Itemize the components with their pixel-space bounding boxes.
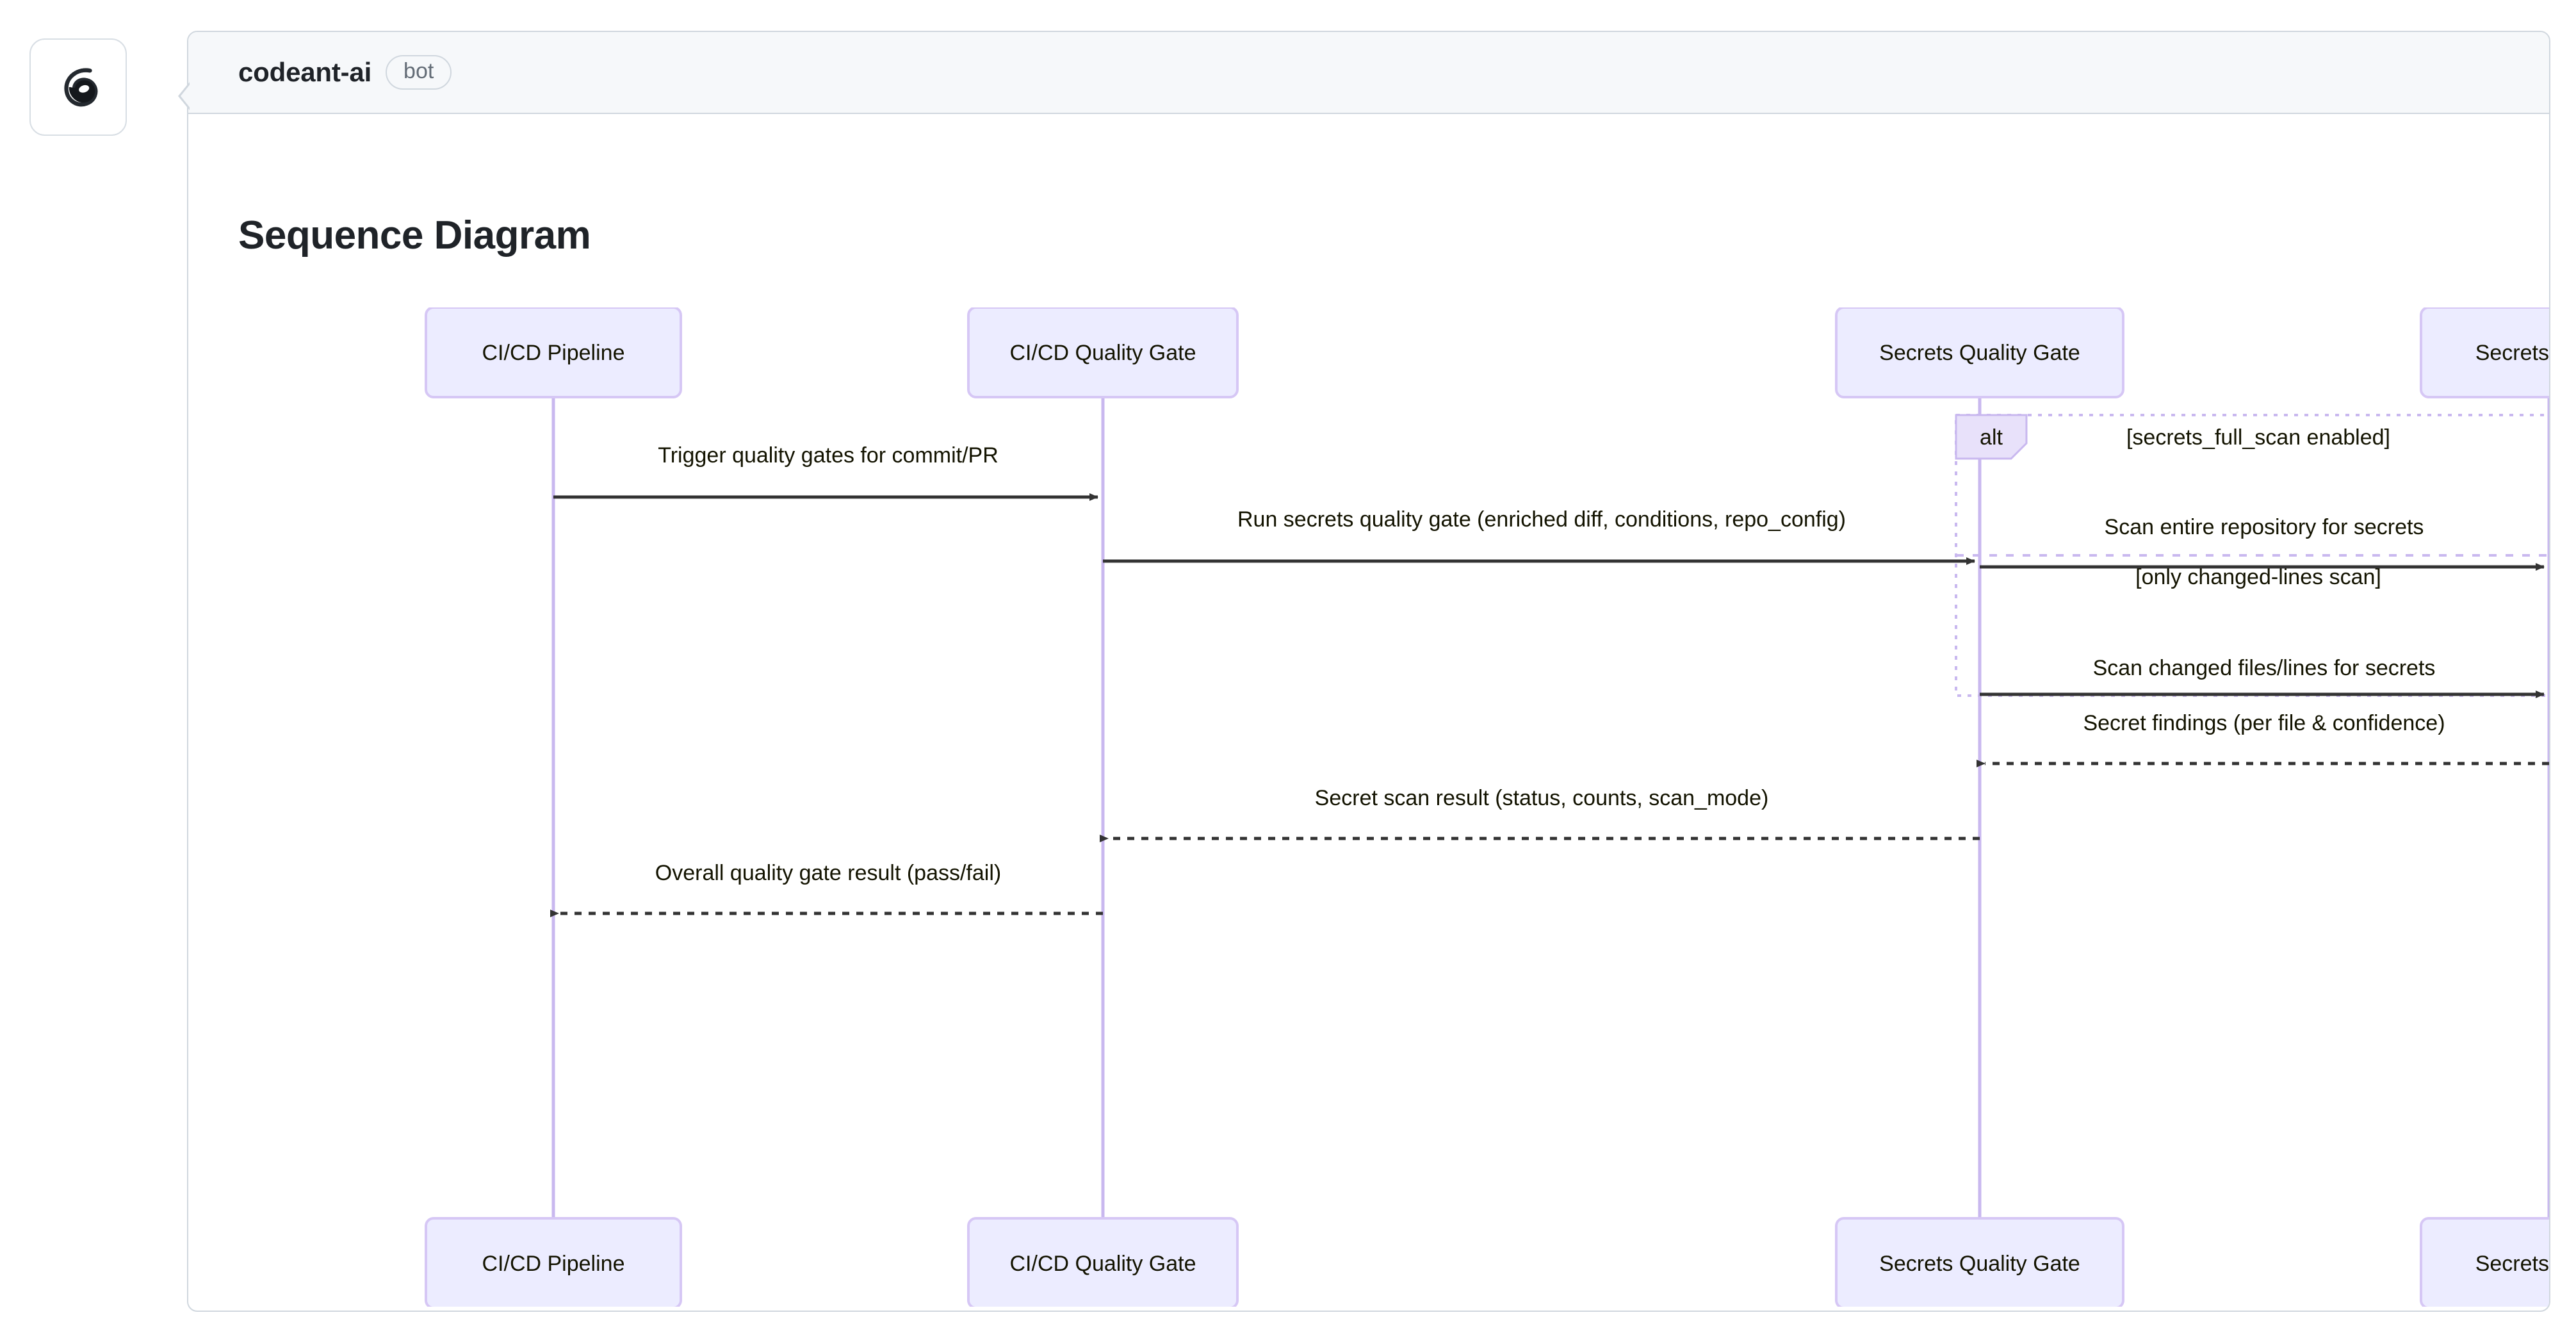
message-4: Scan changed files/lines for secrets <box>1980 656 2545 698</box>
message-label: Overall quality gate result (pass/fail) <box>655 861 1001 885</box>
sequence-diagram: alt [secrets_full_scan enabled] [only ch… <box>188 307 2549 1307</box>
participants-bottom: CI/CD Pipeline CI/CD Quality Gate Secret… <box>425 1217 2549 1307</box>
message-1: Trigger quality gates for commit/PR <box>553 443 1098 501</box>
message-2: Run secrets quality gate (enriched diff,… <box>1103 507 1975 565</box>
participant-box <box>425 307 682 398</box>
participant-box <box>2420 307 2549 398</box>
comment-author[interactable]: codeant-ai <box>238 57 372 87</box>
alt-condition-1: [secrets_full_scan enabled] <box>2126 425 2390 450</box>
alt-tag-shape <box>1955 414 2028 460</box>
participant-box <box>967 307 1239 398</box>
message-label: Run secrets quality gate (enriched diff,… <box>1237 507 1846 532</box>
participant-label: Secrets Quality Gate <box>1879 341 2080 365</box>
message-6: Secret scan result (status, counts, scan… <box>1100 786 1980 842</box>
message-7: Overall quality gate result (pass/fail) <box>550 861 1103 917</box>
message-label: Scan changed files/lines for secrets <box>2093 656 2436 680</box>
participant-top-secrets-engine[interactable]: Secrets Engine <box>2420 307 2549 398</box>
participant-label: Secrets Engine <box>2475 1252 2549 1276</box>
participant-top-cicd-quality-gate[interactable]: CI/CD Quality Gate <box>967 307 1239 398</box>
participant-label: Secrets Engine <box>2475 341 2549 365</box>
comment-body: Sequence Diagram <box>188 115 2549 1311</box>
participants-top: CI/CD Pipeline CI/CD Quality Gate Secret… <box>425 307 2549 398</box>
participant-top-secrets-quality-gate[interactable]: Secrets Quality Gate <box>1835 307 2124 398</box>
participant-box <box>1835 307 2124 398</box>
participant-bottom-cicd-quality-gate[interactable]: CI/CD Quality Gate <box>967 1217 1239 1307</box>
participant-label: CI/CD Pipeline <box>482 341 625 365</box>
participant-box <box>1835 1217 2124 1307</box>
participant-top-cicd-pipeline[interactable]: CI/CD Pipeline <box>425 307 682 398</box>
lifelines <box>551 397 2549 1223</box>
page-title: Sequence Diagram <box>238 213 591 257</box>
message-label: Trigger quality gates for commit/PR <box>658 443 999 468</box>
participant-bottom-secrets-quality-gate[interactable]: Secrets Quality Gate <box>1835 1217 2124 1307</box>
comment-card: codeant-ai bot Sequence Diagram <box>187 31 2550 1312</box>
bot-badge: bot <box>386 55 452 90</box>
alt-condition-2: [only changed-lines scan] <box>2135 565 2381 589</box>
message-label: Secret findings (per file & confidence) <box>2083 711 2445 735</box>
alt-tag-label: alt <box>1980 425 2003 450</box>
codeant-logo-icon <box>49 58 108 117</box>
card-notch-inner <box>181 83 191 109</box>
avatar[interactable] <box>29 38 127 136</box>
participant-box <box>2420 1217 2549 1307</box>
participant-bottom-cicd-pipeline[interactable]: CI/CD Pipeline <box>425 1217 682 1307</box>
participant-label: CI/CD Quality Gate <box>1010 341 1196 365</box>
participant-box <box>425 1217 682 1307</box>
participant-label: Secrets Quality Gate <box>1879 1252 2080 1276</box>
message-label: Scan entire repository for secrets <box>2105 515 2424 539</box>
message-label: Secret scan result (status, counts, scan… <box>1315 786 1769 810</box>
participant-bottom-secrets-engine[interactable]: Secrets Engine <box>2420 1217 2549 1307</box>
participant-box <box>967 1217 1239 1307</box>
message-5: Secret findings (per file & confidence) <box>1977 711 2549 767</box>
alt-fragment: alt [secrets_full_scan enabled] [only ch… <box>1955 414 2549 697</box>
comment-header: codeant-ai bot <box>188 32 2549 114</box>
participant-label: CI/CD Pipeline <box>482 1252 625 1276</box>
message-3: Scan entire repository for secrets <box>1980 515 2545 571</box>
participant-label: CI/CD Quality Gate <box>1010 1252 1196 1276</box>
